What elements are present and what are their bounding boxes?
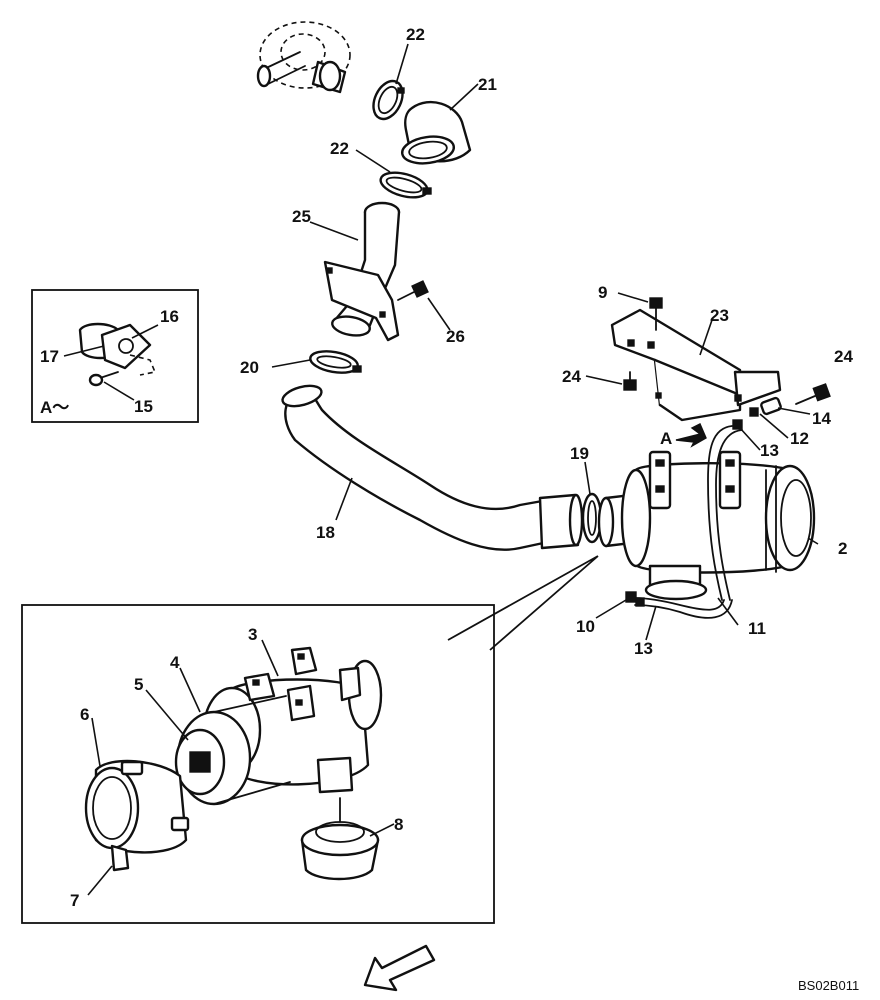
callout-20: 20	[240, 358, 259, 377]
intake-hose	[281, 384, 584, 551]
callout-6: 6	[80, 705, 89, 724]
callout-25: 25	[292, 207, 311, 226]
clamp-upper	[372, 79, 405, 121]
intake-pipe-with-bracket	[323, 201, 401, 342]
callout-7: 7	[70, 891, 79, 910]
callout-3: 3	[248, 625, 257, 644]
bolt-9	[649, 297, 663, 331]
turbocharger-outline	[256, 21, 351, 94]
clamp-lower	[379, 171, 432, 199]
callout-13-upper: 13	[760, 441, 779, 460]
callout-5: 5	[134, 675, 143, 694]
callout-labels: 22 21 22 25 26 20 18 19 2 9 23 24 24 14 …	[40, 25, 853, 910]
callout-9: 9	[598, 283, 607, 302]
view-a-caption: A～	[40, 398, 69, 417]
callout-16: 16	[160, 307, 179, 326]
callout-21: 21	[478, 75, 497, 94]
callout-8: 8	[394, 815, 403, 834]
callout-15: 15	[134, 397, 153, 416]
elbow-hose	[400, 100, 472, 165]
exploded-view-box	[21, 555, 599, 924]
bolt-24-right	[795, 383, 831, 405]
bolt-26	[397, 280, 429, 301]
callout-24-right: 24	[834, 347, 853, 366]
bolt-24-left	[623, 371, 637, 391]
front-direction-arrow	[363, 944, 436, 992]
callout-22-lower: 22	[330, 139, 349, 158]
callout-19: 19	[570, 444, 589, 463]
vacuum-fitting	[749, 396, 782, 417]
leader-lines	[63, 43, 827, 896]
callout-23: 23	[710, 306, 729, 325]
callout-13-lower: 13	[634, 639, 653, 658]
mounting-bracket	[610, 308, 782, 422]
callout-14: 14	[812, 409, 831, 428]
indicator-tube	[625, 419, 743, 619]
view-a-arrow: A	[660, 423, 707, 448]
callout-26: 26	[446, 327, 465, 346]
callout-11: 11	[748, 619, 766, 638]
callout-12: 12	[790, 429, 809, 448]
callout-2: 2	[838, 539, 847, 558]
callout-17: 17	[40, 347, 59, 366]
drawing-code: BS02B011	[798, 978, 859, 993]
callout-24-left: 24	[562, 367, 581, 386]
callout-18: 18	[316, 523, 335, 542]
view-a-letter: A	[660, 429, 672, 448]
callout-10: 10	[576, 617, 595, 636]
callout-22-upper: 22	[406, 25, 425, 44]
gasket-19	[581, 492, 603, 544]
clamp-20	[309, 350, 362, 374]
callout-4: 4	[170, 653, 180, 672]
air-cleaner-assembly	[597, 450, 816, 601]
